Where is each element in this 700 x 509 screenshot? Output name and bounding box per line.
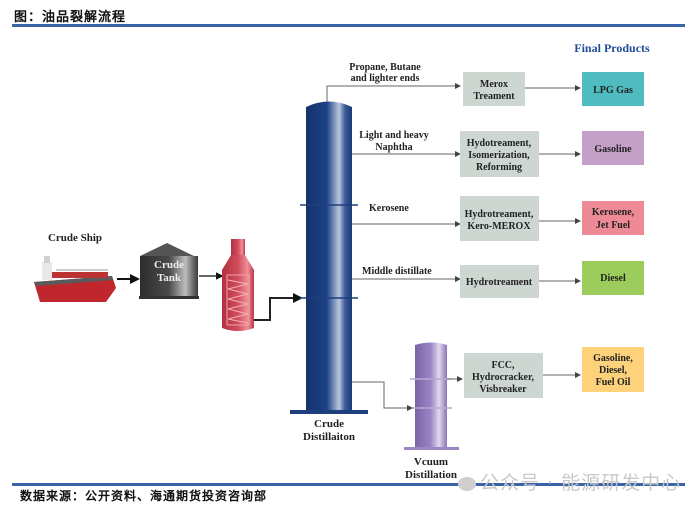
crude-ship-label: Crude Ship xyxy=(48,232,102,244)
svg-text:Merox: Merox xyxy=(480,79,508,90)
svg-text:Hydrocracker,: Hydrocracker, xyxy=(472,372,534,383)
flow-arrow xyxy=(352,381,413,411)
svg-text:Treament: Treament xyxy=(473,91,515,102)
watermark: 公众号 · 能源研发中心 xyxy=(458,468,681,495)
svg-text:Reforming: Reforming xyxy=(476,162,522,173)
svg-text:Hydrotreament,: Hydrotreament, xyxy=(465,209,534,220)
svg-text:Isomerization,: Isomerization, xyxy=(468,150,530,161)
product-box-diesel: Diesel xyxy=(582,261,644,295)
crude-distillation-label-2: Distillaiton xyxy=(303,431,355,443)
process-box-kero-merox: Hydrotreament, Kero-MEROX xyxy=(460,196,539,241)
svg-text:Kero-MEROX: Kero-MEROX xyxy=(467,221,531,232)
watermark-text: 公众号 · 能源研发中心 xyxy=(480,472,682,494)
stream-label: Propane, Butane xyxy=(349,62,421,73)
product-box-kerosene-jet-fuel: Kerosene, Jet Fuel xyxy=(582,201,644,235)
stream-label: Naphtha xyxy=(375,142,412,153)
svg-text:Diesel,: Diesel, xyxy=(599,365,628,376)
svg-text:FCC,: FCC, xyxy=(491,360,515,371)
svg-text:LPG Gas: LPG Gas xyxy=(593,85,633,96)
svg-text:Gasoline,: Gasoline, xyxy=(593,353,633,364)
crude-distillation-label-1: Crude xyxy=(314,418,344,430)
product-box-lpg-gas: LPG Gas xyxy=(582,72,644,106)
tank-label-1: Crude xyxy=(154,259,184,271)
crude-tank-icon xyxy=(139,243,199,299)
svg-text:Visbreaker: Visbreaker xyxy=(479,384,527,395)
process-box-hydrotreament: Hydrotreament xyxy=(460,265,539,298)
crude-ship-icon xyxy=(34,256,116,302)
product-box-gasoline: Gasoline xyxy=(582,131,644,165)
vacuum-distillation-label-1: Vcuum xyxy=(414,456,448,468)
final-products-heading: Final Products xyxy=(574,41,650,55)
stream-label: Middle distillate xyxy=(362,266,432,277)
flow-arrow xyxy=(254,293,303,321)
process-box-hydrotreament-reforming: Hydotreament, Isomerization, Reforming xyxy=(460,131,539,177)
stream-label: and lighter ends xyxy=(351,73,420,84)
vacuum-distillation-label-2: Distillation xyxy=(405,469,457,481)
source-note: 数据来源：公开资料、海通期货投资咨询部 xyxy=(20,489,268,503)
product-box-gasoline-diesel-fuel-oil: Gasoline, Diesel, Fuel Oil xyxy=(582,347,644,392)
svg-text:Kerosene,: Kerosene, xyxy=(592,207,635,218)
svg-text:Hydrotreament: Hydrotreament xyxy=(466,277,533,288)
bottom-rule xyxy=(12,483,685,486)
svg-text:Fuel Oil: Fuel Oil xyxy=(596,377,631,388)
svg-text:Gasoline: Gasoline xyxy=(594,144,632,155)
svg-text:Diesel: Diesel xyxy=(600,273,626,284)
figure-title: 图：油品裂解流程 xyxy=(14,10,127,25)
tank-label-2: Tank xyxy=(157,272,182,284)
process-box-merox: Merox Treament xyxy=(463,72,525,106)
stream-label: Kerosene xyxy=(369,203,409,214)
wechat-icon xyxy=(458,476,476,491)
top-rule xyxy=(12,24,685,27)
furnace-heater-icon xyxy=(222,239,254,331)
vacuum-distillation-column xyxy=(404,342,459,450)
flow-arrow xyxy=(326,83,461,102)
svg-text:Jet Fuel: Jet Fuel xyxy=(596,220,630,231)
process-box-fcc: FCC, Hydrocracker, Visbreaker xyxy=(464,353,543,398)
stream-label: Light and heavy xyxy=(359,130,428,141)
svg-text:Hydotreament,: Hydotreament, xyxy=(467,138,532,149)
crude-distillation-column xyxy=(290,101,368,414)
